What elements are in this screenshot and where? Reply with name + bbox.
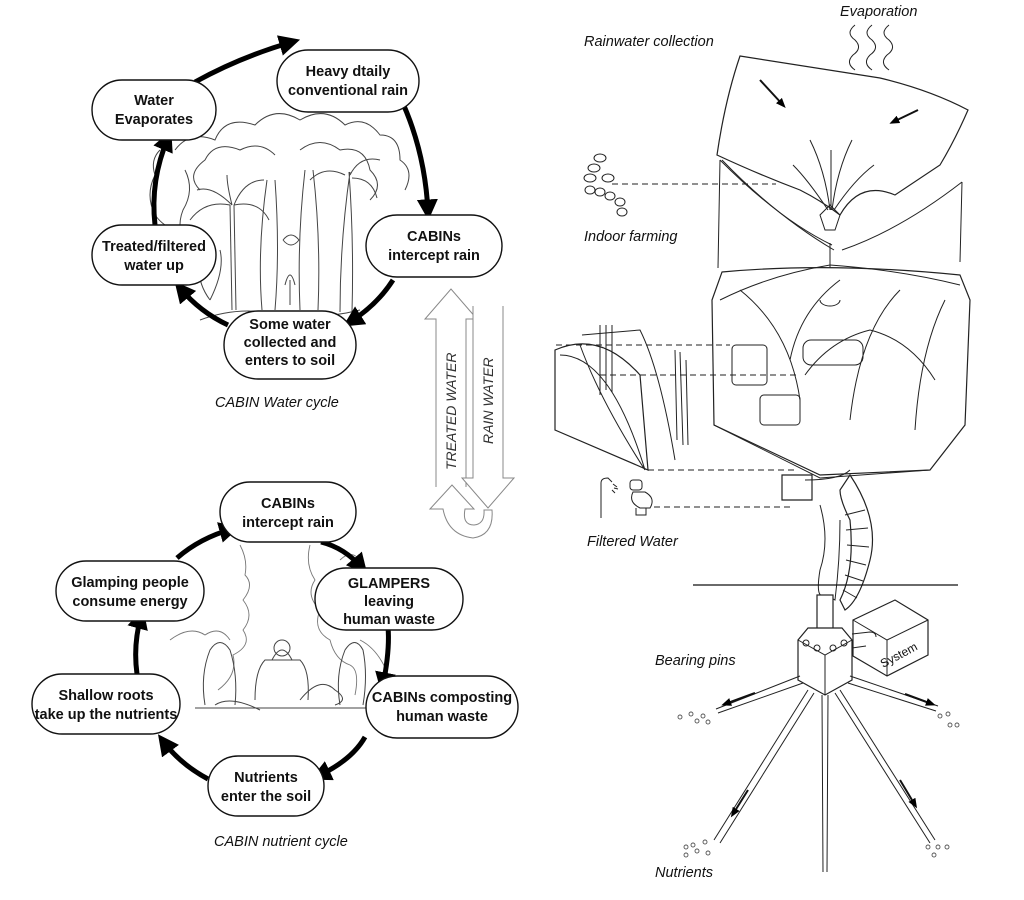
node-line: Glamping people	[71, 575, 189, 591]
node-line: consume energy	[72, 594, 187, 610]
foundation-hub	[797, 594, 853, 696]
cycle-arrow	[320, 539, 368, 575]
rainforest-illustration	[149, 113, 410, 321]
bearing-pins-label: Bearing pins	[655, 653, 736, 669]
spiral-stair-trunk	[781, 469, 874, 611]
cycle-arrow	[193, 35, 301, 85]
water-node-heavy-rain: Heavy dtaily conventional rain	[276, 49, 420, 113]
indoor-farming-label: Indoor farming	[584, 229, 678, 245]
node-line: Water	[134, 93, 174, 109]
rainwater-roof	[716, 55, 969, 231]
node-line: CABINs	[261, 496, 315, 512]
cycle-arrow	[174, 281, 230, 328]
shower-toilet-icon	[600, 477, 653, 518]
cycle-arrow	[310, 735, 368, 781]
node-line: CABINs composting	[372, 690, 512, 706]
nutrient-node-shallow-roots: Shallow roots take up the nutrients	[31, 673, 181, 735]
cabin-pod	[711, 243, 971, 479]
cycle-arrow	[175, 522, 241, 560]
water-node-collected-soil: Some water collected and enters to soil	[223, 310, 357, 380]
water-cycle: Heavy dtaily conventional rain CABINs in…	[91, 35, 503, 411]
cabin-illustration: Evaporation Rainwater collection Indoor …	[554, 4, 971, 881]
cycle-arrow	[397, 95, 438, 221]
node-line: Some water	[249, 317, 331, 333]
water-cycle-caption: CABIN Water cycle	[215, 395, 339, 411]
nutrient-node-composting: CABINs composting human waste	[365, 675, 519, 739]
node-line: enters to soil	[245, 353, 335, 369]
filtered-water-label: Filtered Water	[587, 534, 679, 550]
node-line: leaving	[364, 594, 414, 610]
bearing-legs	[713, 675, 939, 873]
nutrients-label: Nutrients	[655, 865, 713, 881]
node-line: human waste	[396, 709, 488, 725]
node-line: Nutrients	[234, 770, 298, 786]
water-flows: TREATED WATER RAIN WATER	[423, 288, 516, 539]
water-node-cabins-intercept: CABINs intercept rain	[365, 214, 503, 278]
nutrient-pellets	[677, 711, 960, 858]
treated-water-arrow	[423, 288, 479, 487]
people-sitting-illustration	[169, 544, 391, 711]
water-node-evaporates: Water Evaporates	[91, 79, 217, 141]
evaporation-label: Evaporation	[840, 4, 917, 20]
cycle-arrow	[375, 626, 396, 694]
evaporation-icon	[849, 24, 893, 71]
cycle-arrow	[127, 607, 148, 675]
node-line: intercept rain	[388, 248, 480, 264]
node-line: Evaporates	[115, 112, 193, 128]
node-line: intercept rain	[242, 515, 334, 531]
nutrient-node-consume-energy: Glamping people consume energy	[55, 560, 205, 622]
rain-water-arrow	[460, 306, 516, 509]
nutrient-node-cabins-intercept: CABINs intercept rain	[219, 481, 357, 543]
node-line: Shallow roots	[58, 688, 153, 704]
circular-arrow-icon	[428, 484, 493, 539]
cycle-arrow	[158, 734, 210, 782]
nutrient-node-enter-soil: Nutrients enter the soil	[207, 755, 325, 817]
nutrient-cycle: CABINs intercept rain GLAMPERS leaving h…	[31, 481, 519, 850]
system-box: System	[851, 599, 929, 677]
node-line: human waste	[343, 612, 435, 628]
node-line: collected and	[244, 335, 337, 351]
node-line: take up the nutrients	[35, 707, 178, 723]
water-node-treated-up: Treated/filtered water up	[91, 224, 217, 286]
node-line: GLAMPERS	[348, 576, 431, 592]
treated-water-label: TREATED WATER	[443, 353, 459, 470]
node-line: enter the soil	[221, 789, 311, 805]
nutrient-cycle-caption: CABIN nutrient cycle	[214, 834, 348, 850]
cycle-arrow	[342, 278, 396, 327]
node-line: Treated/filtered	[102, 239, 206, 255]
nutrient-node-glampers-waste: GLAMPERS leaving human waste	[314, 567, 464, 631]
node-line: Heavy dtaily	[306, 64, 391, 80]
node-line: CABINs	[407, 229, 461, 245]
exploded-wall-panel	[554, 325, 689, 471]
rainwater-collection-label: Rainwater collection	[584, 34, 714, 50]
node-line: water up	[123, 258, 184, 274]
cycle-arrow	[151, 130, 173, 226]
indoor-farming-icon	[583, 153, 628, 217]
rain-water-label: RAIN WATER	[480, 357, 496, 444]
node-line: conventional rain	[288, 83, 408, 99]
